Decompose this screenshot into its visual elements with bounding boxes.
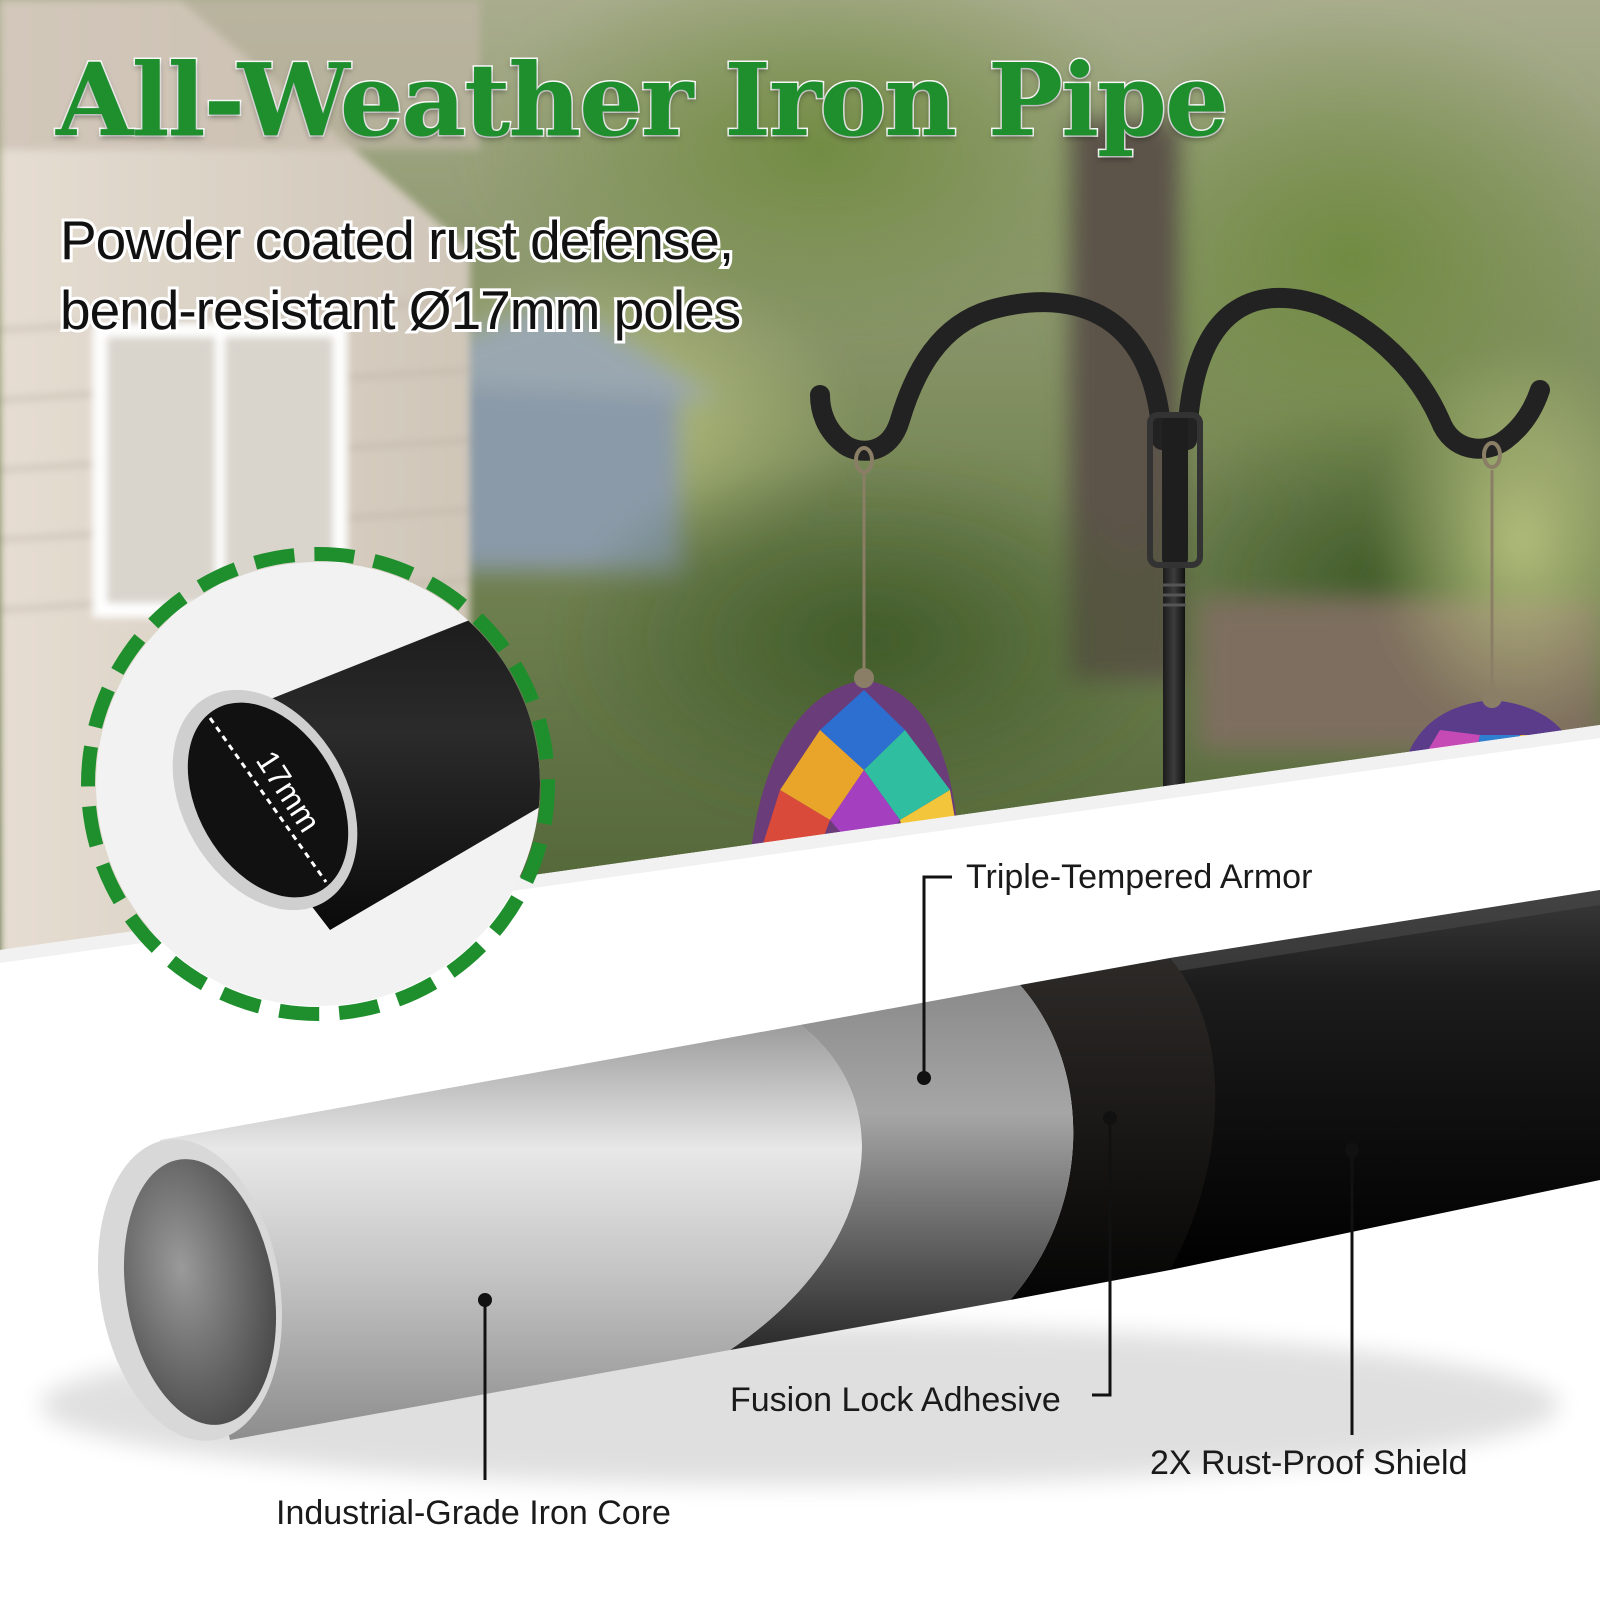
dashed-green-ring bbox=[81, 547, 555, 1021]
headline: All-Weather Iron Pipe bbox=[55, 41, 1231, 159]
rust-proof-shield-layer bbox=[1170, 890, 1600, 1270]
diameter-inset: 17mm bbox=[81, 547, 555, 1021]
subheadline-line-1: Powder coated rust defense, bbox=[57, 206, 737, 274]
subheadline: Powder coated rust defense, bend-resista… bbox=[57, 205, 744, 345]
callout-adhesive: Fusion Lock Adhesive bbox=[730, 1381, 1061, 1419]
callout-leaders bbox=[483, 875, 1354, 1480]
pipe-cutaway bbox=[40, 890, 1600, 1485]
shepherd-hook bbox=[810, 287, 1550, 820]
callout-shield: 2X Rust-Proof Shield bbox=[1150, 1444, 1468, 1482]
callout-armor: Triple-Tempered Armor bbox=[966, 858, 1313, 896]
iron-core-layer bbox=[160, 1025, 862, 1440]
triple-tempered-armor-layer bbox=[730, 985, 1074, 1350]
subheadline-line-2: bend-resistant Ø17mm poles bbox=[57, 276, 744, 344]
callout-core: Industrial-Grade Iron Core bbox=[276, 1494, 671, 1532]
callout-dots bbox=[478, 1071, 1359, 1307]
fusion-lock-adhesive-layer bbox=[1010, 958, 1216, 1300]
